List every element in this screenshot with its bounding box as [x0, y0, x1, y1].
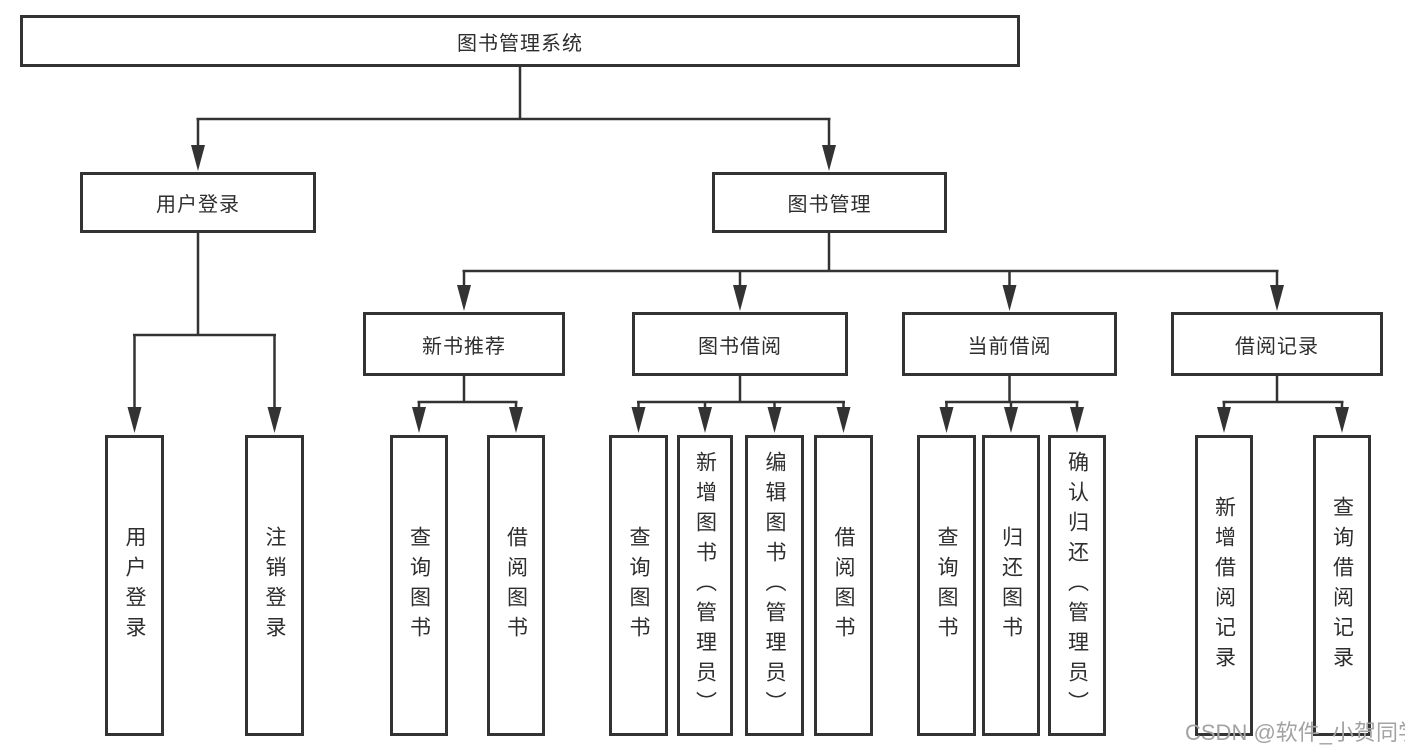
leaf-current-confirm-return-admin: 确认归还（管理员） — [1048, 435, 1106, 736]
node-book-management-label: 图书管理 — [787, 194, 872, 216]
leaf-newrec-query-books: 查询图书 — [390, 435, 448, 736]
leaf-records-add-record-label: 新增借阅记录 — [1212, 495, 1236, 676]
edge-newbooks-to-leaves — [412, 376, 523, 433]
edge-borrow-to-leaves — [631, 376, 851, 433]
leaf-borrow-add-books-admin: 新增图书（管理员） — [677, 435, 733, 736]
node-book-borrowing-label: 图书借阅 — [698, 335, 782, 358]
leaf-borrow-borrow-books-label: 借阅图书 — [832, 525, 855, 646]
edge-current-to-leaves — [939, 376, 1084, 433]
node-new-book-recommend: 新书推荐 — [363, 312, 565, 376]
leaf-newrec-borrow-books: 借阅图书 — [487, 435, 545, 736]
csdn-watermark: CSDN @软件_小贺同学 — [1185, 720, 1405, 745]
node-borrowing-records: 借阅记录 — [1171, 312, 1383, 376]
node-user-login-label: 用户登录 — [156, 194, 240, 216]
node-book-management: 图书管理 — [712, 172, 947, 233]
leaf-current-return-books: 归还图书 — [982, 435, 1040, 736]
leaf-user-login: 用户登录 — [105, 435, 164, 736]
node-root-label: 图书管理系统 — [457, 32, 583, 55]
leaf-borrow-add-books-admin-label: 新增图书（管理员） — [693, 450, 717, 721]
leaf-records-query-record-label: 查询借阅记录 — [1330, 495, 1354, 676]
node-borrowing-records-label: 借阅记录 — [1235, 335, 1319, 358]
edge-login-to-leaves — [127, 233, 282, 433]
leaf-records-query-record: 查询借阅记录 — [1313, 435, 1371, 736]
leaf-logout: 注销登录 — [245, 435, 304, 736]
leaf-borrow-edit-books-admin-label: 编辑图书（管理员） — [763, 450, 786, 721]
leaf-user-login-label: 用户登录 — [123, 525, 146, 646]
node-new-book-recommend-label: 新书推荐 — [422, 335, 506, 358]
leaf-current-query-books: 查询图书 — [917, 435, 976, 736]
leaf-borrow-query-books-label: 查询图书 — [627, 525, 650, 646]
edge-mgmt-to-categories — [457, 233, 1284, 311]
node-current-borrowing: 当前借阅 — [902, 312, 1117, 376]
node-user-login: 用户登录 — [80, 172, 316, 233]
node-book-borrowing: 图书借阅 — [632, 312, 848, 376]
node-current-borrowing-label: 当前借阅 — [967, 335, 1052, 358]
node-root: 图书管理系统 — [20, 15, 1020, 67]
leaf-logout-label: 注销登录 — [263, 525, 286, 646]
leaf-newrec-query-books-label: 查询图书 — [407, 525, 431, 646]
leaf-current-return-books-label: 归还图书 — [999, 525, 1023, 646]
leaf-current-query-books-label: 查询图书 — [935, 525, 958, 646]
edge-root-to-level2 — [191, 67, 836, 171]
leaf-records-add-record: 新增借阅记录 — [1195, 435, 1253, 736]
leaf-borrow-query-books: 查询图书 — [609, 435, 668, 736]
edge-records-to-leaves — [1217, 376, 1349, 433]
leaf-borrow-borrow-books: 借阅图书 — [814, 435, 873, 736]
leaf-newrec-borrow-books-label: 借阅图书 — [504, 525, 528, 646]
leaf-borrow-edit-books-admin: 编辑图书（管理员） — [745, 435, 804, 736]
leaf-current-confirm-return-admin-label: 确认归还（管理员） — [1065, 450, 1089, 721]
